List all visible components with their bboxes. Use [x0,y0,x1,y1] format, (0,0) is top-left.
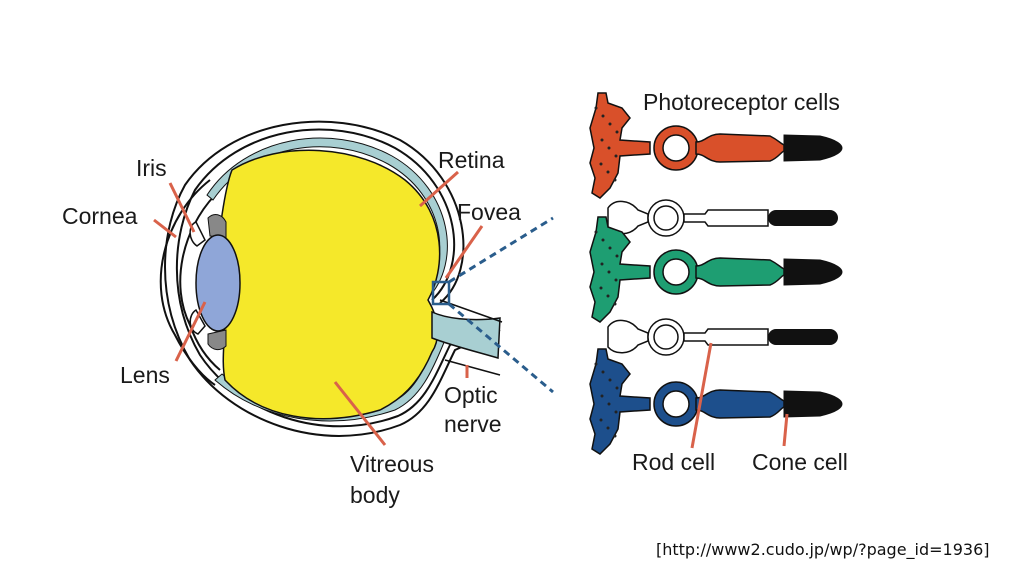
cell-dot [614,278,618,282]
fovea-box [431,280,451,306]
source-citation: [http://www2.cudo.jp/wp/?page_id=1936] [656,540,990,559]
label-vitreous-2: body [350,482,400,508]
optic-nerve [431,310,501,359]
retina-leader [418,170,460,208]
ciliary-lower [207,329,227,351]
leader-lines [153,170,484,446]
cell-nucleus-hole [662,258,690,286]
cell-nucleus-hole [662,134,690,162]
cell-outer-segment [768,329,838,345]
cell-dot [594,362,598,366]
cone-cell-0 [589,92,843,199]
cell-terminal [589,348,651,455]
cell-dot [601,238,605,242]
zoom-dashed-top [448,216,554,284]
cell-terminal [589,92,651,199]
cell-terminal [589,216,651,323]
cell-dot [608,378,612,382]
cell-dot [615,386,619,390]
ciliary-upper [207,214,227,239]
cell-outer-segment [783,134,843,162]
cell-dot [613,302,617,306]
cell-dot [607,146,611,150]
rod-cell-3 [607,318,838,356]
rod-cell-1 [607,199,838,237]
cell-dot [600,262,604,266]
rod-leader [690,342,713,449]
cell-dot [601,370,605,374]
photoreceptor-title: Photoreceptor cells [643,89,840,115]
cell-dot [606,170,610,174]
cell-dot [599,162,603,166]
cell-dot [613,434,617,438]
cone-cell-2 [589,216,843,323]
cell-dot [594,106,598,110]
cell-dot [600,394,604,398]
sclera-outer [164,120,501,437]
cell-outer-segment [768,210,838,226]
cell-inner-segment [683,209,769,227]
cell-dot [608,122,612,126]
lens [195,234,241,332]
cell-dot [613,178,617,182]
cell-inner-segment [695,257,785,287]
cell-dot [607,270,611,274]
label-optic-2: nerve [444,411,502,437]
cell-dot [599,418,603,422]
cell-dot [614,410,618,414]
cell-inner-segment [695,133,785,163]
cell-outer-segment [783,258,843,286]
zoom-dashed-bottom [448,302,554,394]
cornea-outer [159,179,216,386]
cell-nucleus-hole [653,324,679,350]
cell-dot [601,114,605,118]
sclera-inner [175,128,501,428]
cell-dot [600,138,604,142]
label-lens: Lens [120,362,170,388]
label-cornea: Cornea [62,203,138,229]
label-optic-1: Optic [444,382,498,408]
retina-layer [206,137,448,299]
label-retina: Retina [438,147,505,173]
cell-dot [615,130,619,134]
cell-dot [614,154,618,158]
cone-leader [782,413,789,447]
cell-outer-segment [783,390,843,418]
cell-dot [607,402,611,406]
fovea-leader [444,225,484,279]
iris-leader [168,182,196,233]
cell-dot [606,426,610,430]
vitreous-leader [333,381,387,446]
iris-lower [189,308,206,335]
cone-cell-4 [589,348,843,455]
label-vitreous-1: Vitreous [350,451,434,477]
cell-dot [615,254,619,258]
cell-inner-segment [695,389,785,419]
photoreceptor-cells [589,92,843,455]
label-fovea: Fovea [457,199,521,225]
cell-dot [608,246,612,250]
vitreous-body [218,149,441,420]
iris-upper [189,221,206,247]
cell-dot [594,230,598,234]
cell-dot [606,294,610,298]
lens-leader [174,301,207,362]
cell-inner-segment [683,328,769,346]
cell-dot [599,286,603,290]
label-iris: Iris [136,155,167,181]
label-cone-cell: Cone cell [752,449,848,475]
cell-nucleus-hole [662,390,690,418]
cell-terminal [607,319,649,354]
cell-nucleus-hole [653,205,679,231]
label-rod-cell: Rod cell [632,449,715,475]
cornea-leader [153,218,177,239]
